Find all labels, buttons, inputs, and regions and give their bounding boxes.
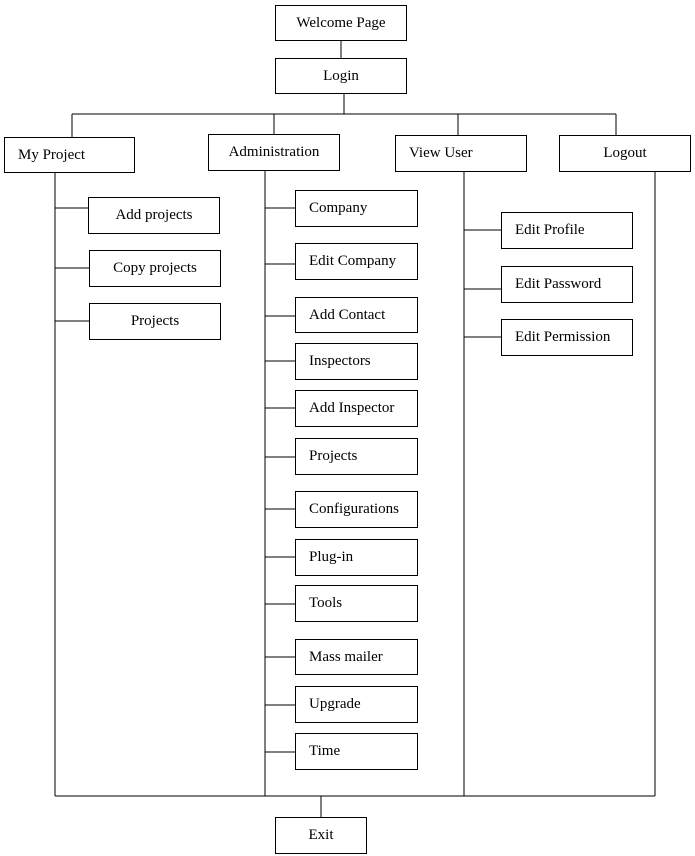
add-inspector-node: Add Inspector <box>295 390 418 427</box>
edit-permission-node: Edit Permission <box>501 319 633 356</box>
tools-node: Tools <box>295 585 418 622</box>
view-user-node: View User <box>395 135 527 172</box>
copy-projects-node: Copy projects <box>89 250 221 287</box>
add-contact-node: Add Contact <box>295 297 418 333</box>
my-project-node: My Project <box>4 137 135 173</box>
administration-projects-node: Projects <box>295 438 418 475</box>
mass-mailer-node: Mass mailer <box>295 639 418 675</box>
my-project-projects-node: Projects <box>89 303 221 340</box>
login-node: Login <box>275 58 407 94</box>
welcome-page-node: Welcome Page <box>275 5 407 41</box>
edit-company-node: Edit Company <box>295 243 418 280</box>
configurations-node: Configurations <box>295 491 418 528</box>
plug-in-node: Plug-in <box>295 539 418 576</box>
edit-password-node: Edit Password <box>501 266 633 303</box>
administration-node: Administration <box>208 134 340 171</box>
edit-profile-node: Edit Profile <box>501 212 633 249</box>
inspectors-node: Inspectors <box>295 343 418 380</box>
add-projects-node: Add projects <box>88 197 220 234</box>
time-node: Time <box>295 733 418 770</box>
exit-node: Exit <box>275 817 367 854</box>
company-node: Company <box>295 190 418 227</box>
upgrade-node: Upgrade <box>295 686 418 723</box>
logout-node: Logout <box>559 135 691 172</box>
